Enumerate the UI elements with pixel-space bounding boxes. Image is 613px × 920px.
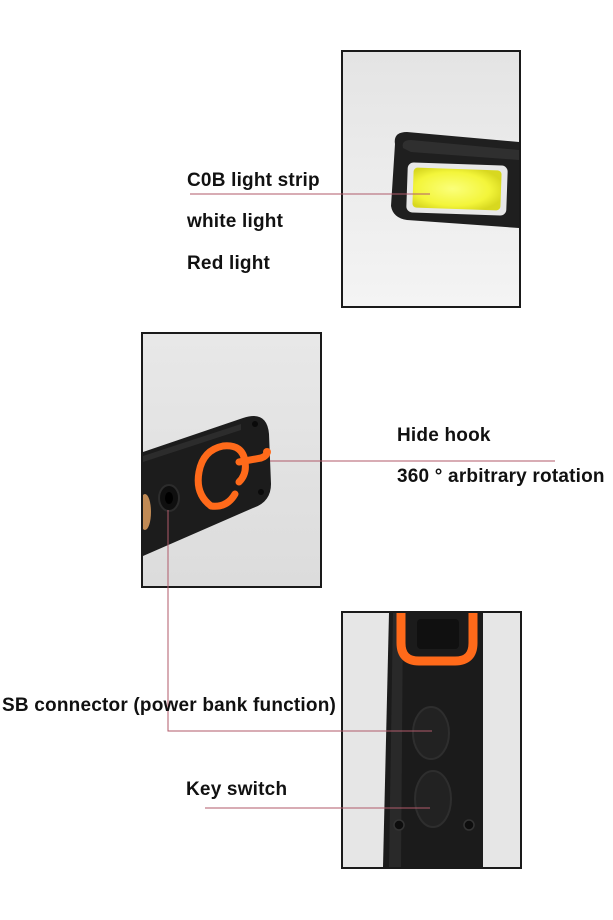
hook-photo: [141, 332, 322, 588]
rotation-label: 360 ° arbitrary rotation: [397, 466, 605, 487]
hook-illustration: [143, 334, 320, 586]
red-light-label: Red light: [187, 253, 271, 274]
cob-light-photo: [341, 50, 521, 308]
back-illustration: [343, 613, 520, 867]
back-photo: [341, 611, 522, 869]
key-switch-label: Key switch: [186, 779, 288, 800]
usb-connector-label: SB connector (power bank function): [2, 695, 337, 716]
hide-hook-label: Hide hook: [397, 425, 491, 446]
cob-strip-label: C0B light strip: [187, 170, 320, 191]
white-light-label: white light: [187, 211, 284, 232]
cob-light-illustration: [343, 52, 519, 306]
